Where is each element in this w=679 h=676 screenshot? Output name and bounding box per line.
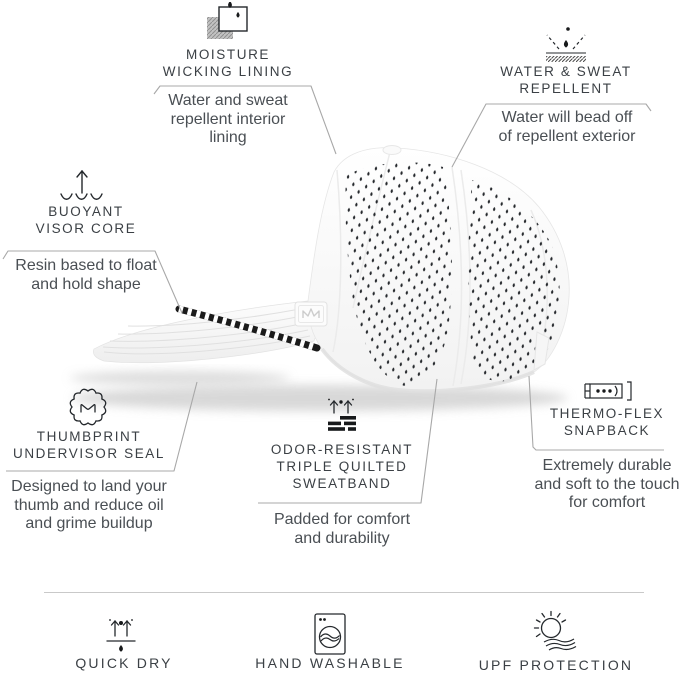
feature-title-thermo-flex-snapback: THERMO-FLEX SNAPBACK <box>549 406 665 438</box>
snapback-closure <box>533 331 550 371</box>
feature-description-moisture-wicking: Water and sweat repellent interior linin… <box>168 92 288 146</box>
leader-line-moisture <box>153 85 337 155</box>
leader-line-sweatband <box>258 378 438 504</box>
droplet-bounce-surface-icon <box>546 27 586 62</box>
perforated-panel-back <box>468 180 560 382</box>
feature-description-thumbprint-seal: Designed to land your thumb and reduce o… <box>11 478 167 532</box>
feature-description-odor-resistant-sweatband: Padded for comfort and durability <box>273 511 411 547</box>
care-badge-label-quick-dry: QUICK DRY <box>75 655 173 671</box>
quilted-band-arrows-icon <box>328 398 356 431</box>
scalloped-seal-icon <box>69 388 107 426</box>
perforated-panel-front <box>345 162 452 386</box>
logo-patch <box>294 301 328 327</box>
leader-line-buoyant <box>2 250 183 314</box>
leader-line-snapback <box>528 375 664 451</box>
crown-button <box>382 145 402 155</box>
washing-machine-icon <box>314 613 346 655</box>
care-badge-label-upf-protection: UPF PROTECTION <box>478 657 634 673</box>
snapback-strap-icon <box>584 381 632 401</box>
feature-description-buoyant-visor-core: Resin based to float and hold shape <box>15 257 157 293</box>
hat-brim <box>93 300 319 364</box>
feature-title-moisture-wicking: MOISTURE WICKING LINING <box>162 47 294 79</box>
feature-title-thumbprint-seal: THUMBPRINT UNDERVISOR SEAL <box>12 429 166 461</box>
float-arrow-waves-icon <box>60 170 103 200</box>
feature-title-water-sweat-repellent: WATER & SWEAT REPELLENT <box>500 64 632 96</box>
hat-crown <box>307 145 570 394</box>
rope-accent <box>175 305 321 352</box>
leader-line-repellent <box>451 103 652 168</box>
feature-title-buoyant-visor-core: BUOYANT VISOR CORE <box>35 204 137 236</box>
fabric-swatch-droplets-icon <box>207 2 248 39</box>
feature-description-thermo-flex-snapback: Extremely durable and soft to the touch … <box>534 457 679 511</box>
feature-description-water-sweat-repellent: Water will bead off of repellent exterio… <box>498 109 636 145</box>
crown-logo-mark <box>302 308 320 318</box>
leader-line-thumbprint <box>6 381 198 472</box>
care-section-divider <box>44 592 644 593</box>
feature-title-odor-resistant-sweatband: ODOR-RESISTANT TRIPLE QUILTED SWEATBAND <box>270 442 414 491</box>
care-badge-label-hand-washable: HAND WASHABLE <box>255 655 405 671</box>
quick-dry-icon <box>106 619 136 652</box>
sun-uv-waves-icon <box>533 610 577 651</box>
